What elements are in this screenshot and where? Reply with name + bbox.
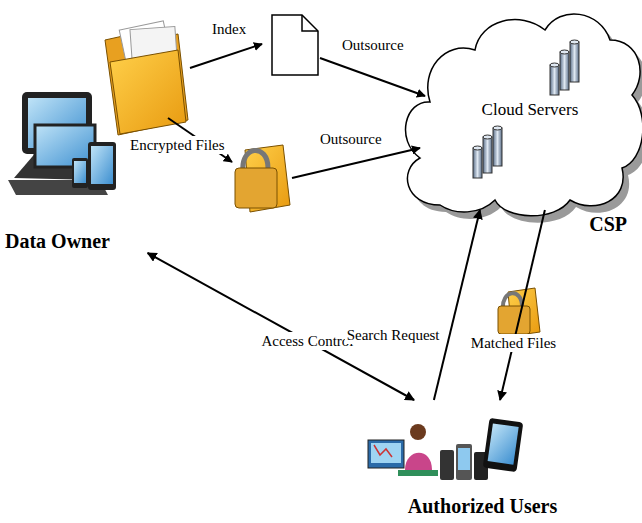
actor-group: Data Owner xyxy=(5,85,160,253)
folder-icon xyxy=(105,21,188,135)
edge-label: Search Request xyxy=(345,326,442,344)
flow-arrow xyxy=(168,44,425,178)
edge-label: Matched Files xyxy=(469,334,558,352)
arrow-label: Outsource xyxy=(340,36,406,54)
node-heading: Authorized Users xyxy=(408,494,557,518)
arrow-label: Outsource xyxy=(318,130,384,148)
cloud-shape xyxy=(406,14,642,223)
lock-folder-icon xyxy=(235,145,290,212)
lock-folder-icon xyxy=(498,288,540,336)
devices-icon xyxy=(8,92,116,195)
connector-arrow xyxy=(500,210,545,400)
edge-label: Access Control xyxy=(259,332,355,350)
cloud-region: CSPCloud Servers xyxy=(405,0,637,210)
users-icon xyxy=(368,418,523,480)
server-icon xyxy=(473,40,579,178)
actor-group: Authorized Users xyxy=(370,400,595,520)
arrow-label: Encrypted Files xyxy=(128,136,227,154)
cloud-label-box: Cloud Servers xyxy=(465,97,595,123)
node-label: Cloud Servers xyxy=(482,100,579,120)
document-icon xyxy=(272,15,318,75)
arrow-label: Index xyxy=(210,20,248,38)
node-heading: CSP xyxy=(589,212,627,236)
connector-arrow xyxy=(434,210,480,400)
node-heading: Data Owner xyxy=(5,229,110,253)
